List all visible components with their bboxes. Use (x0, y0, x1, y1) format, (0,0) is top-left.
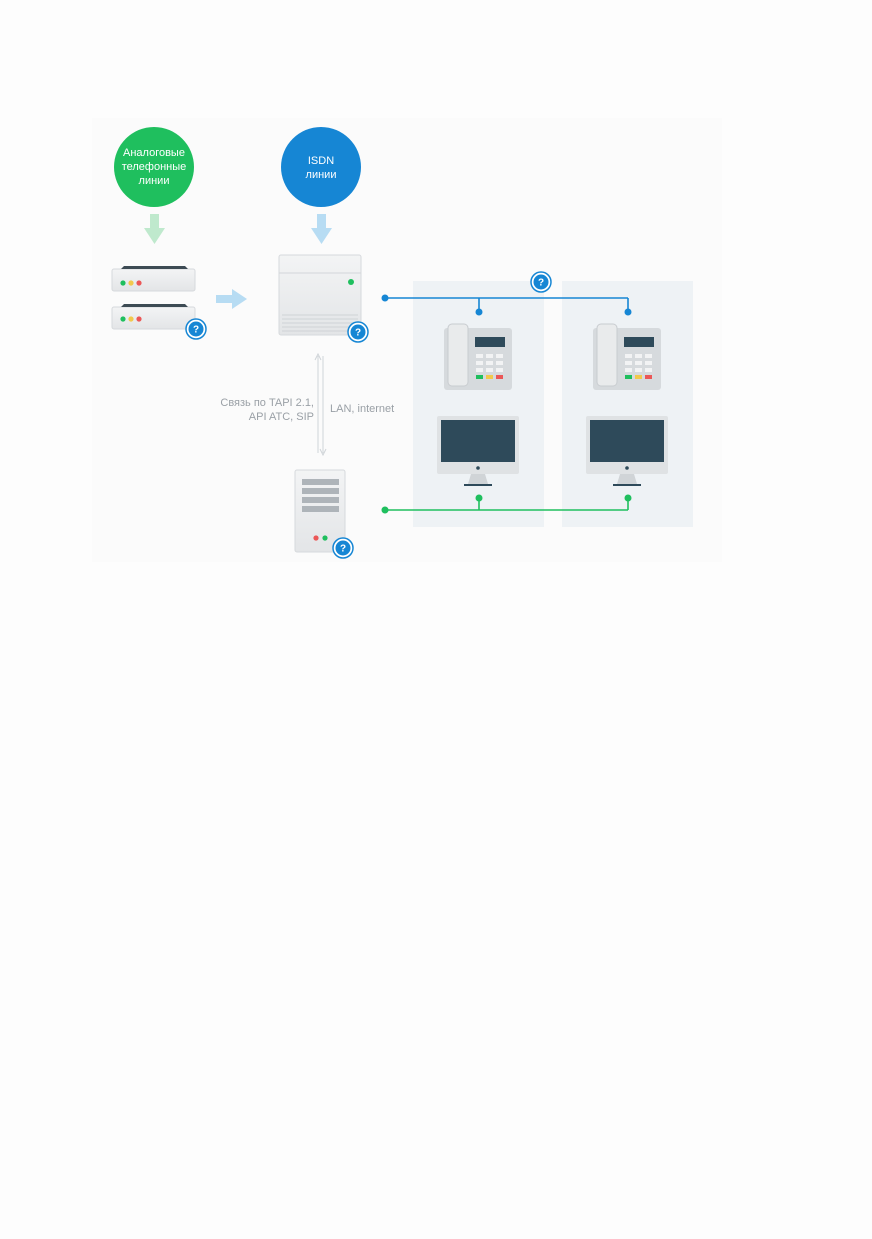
svg-text:?: ? (340, 544, 346, 555)
workstation-panel-2 (562, 281, 693, 527)
phone-line-node-1 (475, 308, 483, 316)
isdn-lines-bubble (281, 127, 361, 207)
analog-lines-label: Аналоговые телефонные линии (121, 147, 187, 187)
monitor-2 (586, 416, 668, 486)
analog-down-arrow (144, 214, 165, 244)
analog-gateway-1 (111, 266, 196, 292)
lan-line-start-node (381, 506, 389, 514)
server-help-badge-icon[interactable]: ? (332, 537, 354, 559)
phone-line-help-badge-icon[interactable]: ? (530, 271, 552, 293)
phone-line-start-node (381, 294, 389, 302)
phone-line-node-2 (624, 308, 632, 316)
isdn-down-arrow (311, 214, 332, 244)
tapi-link-label: Связь по TAPI 2.1, API ATC, SIP (220, 397, 314, 423)
svg-text:?: ? (355, 328, 361, 339)
server (294, 469, 346, 553)
telephony-integration-diagram: ? ? ? ? Аналоговые телефонные линии ISDN… (92, 118, 722, 562)
gateway-help-badge-icon[interactable]: ? (185, 318, 207, 340)
desk-phone-1 (444, 323, 512, 390)
isdn-lines-label: ISDN линии (305, 155, 337, 181)
lan-line-node-1 (475, 494, 483, 502)
lan-line-node-2 (624, 494, 632, 502)
desk-phone-2 (593, 323, 661, 390)
svg-text:?: ? (193, 325, 199, 336)
pbx-help-badge-icon[interactable]: ? (347, 321, 369, 343)
monitor-1 (437, 416, 519, 486)
lan-link-label: LAN, internet (330, 403, 395, 415)
gateway-to-pbx-arrow (216, 289, 247, 309)
workstation-panel-1 (413, 281, 544, 527)
analog-gateway-2 (111, 304, 196, 330)
analog-lines-bubble (114, 127, 194, 207)
diagram-graphics: ? ? ? ? (111, 127, 693, 559)
svg-text:?: ? (538, 278, 544, 289)
pbx-station (278, 254, 362, 336)
pbx-server-link (314, 352, 327, 457)
